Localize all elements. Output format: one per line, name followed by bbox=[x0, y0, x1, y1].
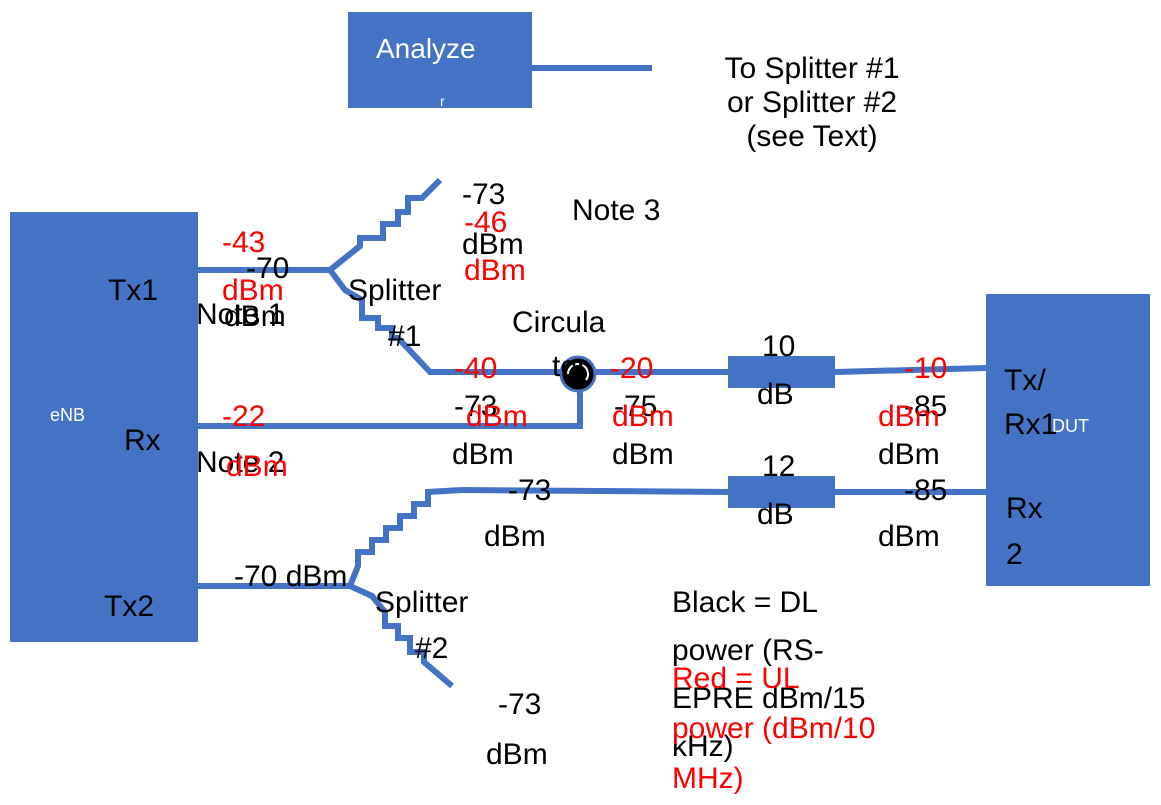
enb-label: eNB bbox=[50, 405, 86, 425]
splitter1-upper-branch bbox=[328, 177, 443, 273]
dl-dut-rx2-unit: dBm bbox=[878, 520, 940, 553]
dl-splitter2-top-unit: dBm bbox=[484, 520, 546, 553]
ul-tx1-unit: dBm bbox=[222, 274, 284, 307]
dl-circ-out-value: -75 bbox=[614, 390, 658, 423]
ul-circ-in-unit: dBm bbox=[466, 400, 528, 433]
legend-black-line-3: EPRE dBm/15 bbox=[672, 682, 866, 715]
dut-label: DUT bbox=[1052, 416, 1089, 436]
splitter1-number: #1 bbox=[388, 320, 422, 353]
splitter2-number: #2 bbox=[415, 632, 449, 665]
dl-dut-tx-unit: dBm bbox=[878, 438, 940, 471]
dl-circ-out-unit: dBm bbox=[612, 438, 674, 471]
port-tx-rx1-a: Tx/ bbox=[1004, 364, 1046, 397]
dl-tx1-value: -70 bbox=[246, 252, 290, 285]
legend-black-line-2: power (RS- bbox=[672, 634, 824, 667]
attenuator2-value: 12 bbox=[762, 450, 796, 483]
ul-dut-unit: dBm bbox=[878, 400, 940, 433]
dl-tx2-value: -70 dBm bbox=[234, 560, 348, 593]
attenuator2-unit: dB bbox=[757, 498, 794, 531]
analyzer-label-cut: r bbox=[440, 93, 445, 109]
note-3: Note 3 bbox=[572, 194, 661, 227]
dl-splitter2-bottom-unit: dBm bbox=[486, 738, 548, 771]
legend-black-line-4: kHz) bbox=[672, 730, 734, 763]
splitter1-lower-branch bbox=[327, 268, 560, 375]
ul-rx-unit: dBm bbox=[226, 450, 288, 483]
port-rx2-a: Rx bbox=[1006, 492, 1043, 525]
dut-box bbox=[986, 294, 1150, 586]
splitter2-label: Splitter bbox=[375, 586, 469, 619]
splitter1-label: Splitter bbox=[348, 274, 442, 307]
splitter2-to-att2 bbox=[461, 487, 729, 495]
circulator-label: Circula bbox=[512, 306, 606, 339]
dl-circ-in-value: -73 bbox=[454, 390, 498, 423]
attenuator-12db bbox=[728, 476, 835, 508]
ul-splitter1-top-unit: dBm bbox=[464, 254, 526, 287]
dl-splitter2-top-value: -73 bbox=[508, 474, 552, 507]
dl-splitter2-bottom-value: -73 bbox=[498, 688, 542, 721]
port-tx-rx1-b: Rx1 bbox=[1004, 408, 1058, 441]
analyzer-label: Analyze bbox=[376, 33, 476, 64]
legend-black-line-1: Black = DL bbox=[672, 586, 818, 619]
note-1: Note 1 bbox=[196, 298, 285, 331]
att1-to-dut bbox=[834, 365, 987, 375]
port-rx: Rx bbox=[124, 424, 161, 457]
attenuator-10db bbox=[728, 356, 835, 388]
legend-red-line-3: MHz) bbox=[672, 762, 744, 795]
dl-splitter1-top-unit: dBm bbox=[462, 228, 524, 261]
analyzer-note-line: To Splitter #1 bbox=[724, 52, 900, 85]
attenuator1-value: 10 bbox=[762, 330, 796, 363]
attenuator1-unit: dB bbox=[757, 378, 794, 411]
analyzer-note: To Splitter #1 or Splitter #2 (see Text) bbox=[652, 52, 972, 154]
splitter2-lower-branch bbox=[348, 583, 454, 689]
analyzer-note-line: (see Text) bbox=[746, 120, 878, 153]
dl-circ-in-unit: dBm bbox=[452, 438, 514, 471]
ul-rx-value: -22 bbox=[222, 400, 266, 433]
port-tx2: Tx2 bbox=[104, 590, 155, 623]
ul-tx1-value: -43 bbox=[222, 226, 266, 259]
analyzer-box bbox=[348, 12, 532, 108]
port-tx1: Tx1 bbox=[108, 274, 159, 307]
dl-dut-tx-value: -85 bbox=[904, 390, 948, 423]
ul-dut-value: -10 bbox=[904, 352, 948, 385]
dl-tx1-unit: dBm bbox=[224, 300, 286, 333]
circulator-label-2: tor bbox=[552, 350, 588, 383]
legend-red-line-1: Red = UL bbox=[672, 662, 800, 695]
ul-circ-out-unit: dBm bbox=[612, 400, 674, 433]
ul-splitter1-top-value: -46 bbox=[464, 206, 508, 239]
analyzer-note-line: or Splitter #2 bbox=[726, 86, 898, 119]
splitter2-upper-branch bbox=[347, 487, 463, 588]
circulator-icon bbox=[559, 355, 597, 393]
enb-box bbox=[10, 212, 198, 642]
port-rx2-b: 2 bbox=[1006, 538, 1023, 571]
rx-line bbox=[198, 390, 583, 429]
legend-red-line-2: power (dBm/10 bbox=[672, 712, 876, 745]
ul-circ-in-value: -40 bbox=[454, 352, 498, 385]
dl-dut-rx2-value: -85 bbox=[904, 474, 948, 507]
ul-circ-out-value: -20 bbox=[610, 352, 654, 385]
dl-splitter1-top-value: -73 bbox=[462, 178, 506, 211]
note-2: Note 2 bbox=[196, 446, 285, 479]
